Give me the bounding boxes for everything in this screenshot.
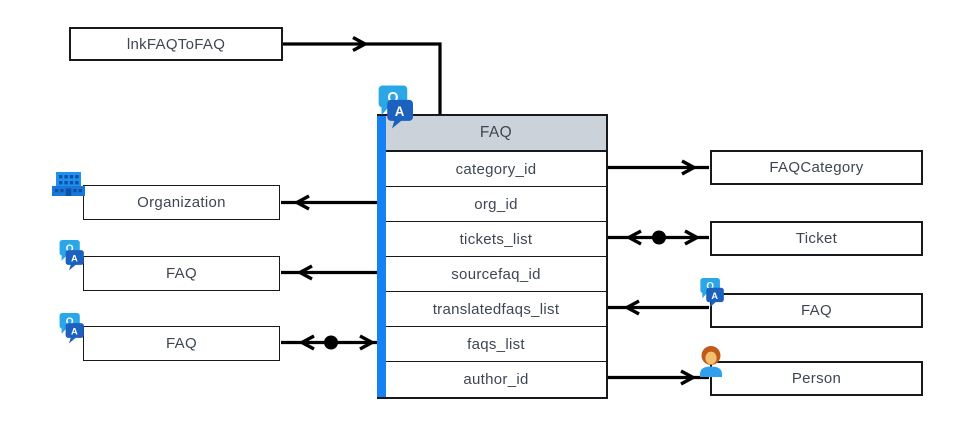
qa-icon: Q A — [700, 278, 724, 308]
entity-faqcategory[interactable]: FAQCategory — [710, 150, 923, 185]
main-table-faq[interactable]: FAQ category_id org_id tickets_list sour… — [377, 114, 608, 399]
svg-text:Q: Q — [706, 281, 714, 292]
entity-label: FAQCategory — [769, 159, 864, 176]
entity-label: Person — [791, 370, 842, 387]
table-row-sourcefaq-id[interactable]: sourcefaq_id — [386, 257, 606, 292]
svg-text:A: A — [71, 326, 78, 337]
arrowhead-right-icon — [352, 36, 369, 52]
arrowhead-left-icon — [625, 229, 642, 246]
svg-text:A: A — [71, 253, 78, 264]
row-label: faqs_list — [467, 335, 525, 353]
entity-faq-left-1[interactable]: FAQ — [83, 256, 280, 291]
entity-person[interactable]: Person — [710, 361, 923, 396]
table-row-tickets-list[interactable]: tickets_list — [386, 222, 606, 257]
table-row-faqs-list[interactable]: faqs_list — [386, 327, 606, 362]
row-label: sourcefaq_id — [451, 265, 541, 283]
entity-faq-right[interactable]: FAQ — [710, 293, 923, 328]
table-title: FAQ — [479, 124, 513, 141]
entity-lnkfaqtofaq[interactable]: lnkFAQToFAQ — [69, 27, 283, 61]
row-label: author_id — [463, 371, 529, 388]
entity-label: FAQ — [166, 265, 197, 282]
svg-text:Q: Q — [66, 316, 74, 327]
table-accent-bar — [377, 116, 386, 397]
arrowhead-right-icon — [684, 229, 701, 246]
svg-text:Q: Q — [66, 243, 74, 254]
arrowhead-right-icon — [681, 159, 698, 176]
arrowhead-left-icon — [296, 264, 313, 281]
row-label: category_id — [455, 160, 537, 178]
person-icon — [700, 346, 722, 377]
entity-label: FAQ — [166, 335, 197, 352]
relation-dot-icon — [324, 335, 338, 350]
table-row-author-id[interactable]: author_id — [386, 362, 606, 397]
qa-icon: Q A — [378, 85, 413, 129]
row-label: translatedfaqs_list — [432, 300, 560, 318]
arrowhead-left-icon — [623, 299, 640, 316]
arrowhead-right-icon — [680, 369, 697, 386]
entity-organization[interactable]: Organization — [83, 185, 280, 220]
entity-label: lnkFAQToFAQ — [126, 35, 226, 53]
relation-dot-icon — [652, 230, 666, 245]
main-table-header: FAQ — [386, 116, 606, 152]
row-label: tickets_list — [459, 230, 533, 248]
connector-link-to-table — [283, 42, 442, 114]
entity-label: Organization — [137, 194, 226, 211]
entity-label: FAQ — [801, 302, 832, 319]
building-icon — [52, 172, 85, 196]
svg-text:Q: Q — [387, 90, 398, 106]
qa-icon: Q A — [59, 240, 84, 271]
entity-label: Ticket — [795, 230, 838, 247]
svg-text:A: A — [711, 291, 718, 301]
table-row-category-id[interactable]: category_id — [386, 152, 606, 187]
svg-text:A: A — [395, 104, 405, 119]
qa-icon: Q A — [59, 313, 84, 344]
arrowhead-left-icon — [293, 194, 310, 211]
row-label: org_id — [474, 195, 518, 213]
arrowhead-left-icon — [298, 334, 315, 351]
table-row-translatedfaqs-list[interactable]: translatedfaqs_list — [386, 292, 606, 327]
entity-faq-left-2[interactable]: FAQ — [83, 326, 280, 361]
table-row-org-id[interactable]: org_id — [386, 187, 606, 222]
entity-ticket[interactable]: Ticket — [710, 221, 923, 256]
arrowhead-right-icon — [359, 334, 376, 351]
